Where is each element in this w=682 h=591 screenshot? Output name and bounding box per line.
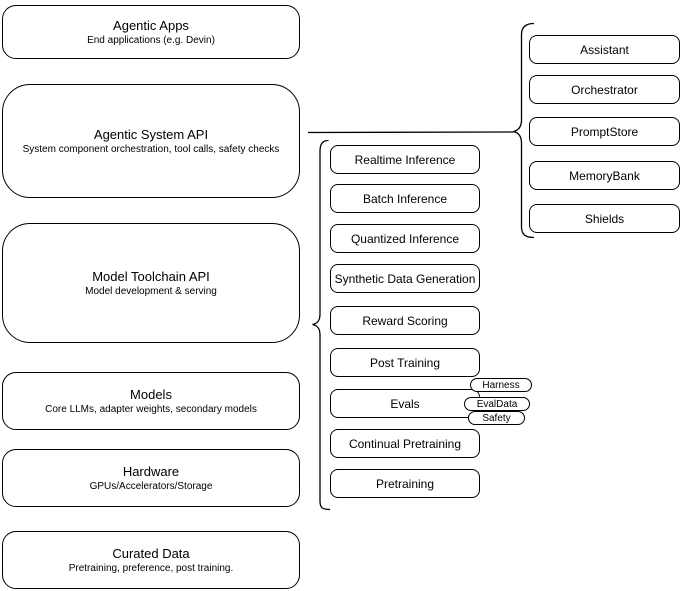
component-box-memorybank: MemoryBank <box>529 161 680 190</box>
evals-tag-label: EvalData <box>476 398 518 410</box>
layer-subtitle: Core LLMs, adapter weights, secondary mo… <box>45 403 257 415</box>
evals-tag-safety: Safety <box>468 411 525 425</box>
toolchain-bracket <box>312 139 331 511</box>
layer-subtitle: Pretraining, preference, post training. <box>68 562 234 574</box>
service-label: Reward Scoring <box>362 313 448 328</box>
layer-subtitle: GPUs/Accelerators/Storage <box>89 480 213 492</box>
component-label: Orchestrator <box>571 82 638 97</box>
evals-tag-harness: Harness <box>470 378 532 392</box>
evals-tag-label: Safety <box>482 412 511 424</box>
service-box-batch-inference: Batch Inference <box>330 184 480 213</box>
system-bracket <box>513 22 535 239</box>
layer-box-curated-data: Curated Data Pretraining, preference, po… <box>2 531 300 589</box>
layer-title: Agentic Apps <box>113 17 189 33</box>
service-label: Realtime Inference <box>354 152 456 167</box>
system-connector-line <box>307 131 514 134</box>
layer-subtitle: End applications (e.g. Devin) <box>87 34 215 46</box>
layer-subtitle: System component orchestration, tool cal… <box>22 143 280 155</box>
service-box-reward-scoring: Reward Scoring <box>330 306 480 335</box>
layer-title: Models <box>130 386 172 402</box>
layer-title: Model Toolchain API <box>92 268 210 284</box>
layer-title: Agentic System API <box>93 126 209 142</box>
service-label: Quantized Inference <box>350 231 460 246</box>
layer-box-hardware: Hardware GPUs/Accelerators/Storage <box>2 449 300 507</box>
service-box-synthetic-data-generation: Synthetic Data Generation <box>330 264 480 293</box>
service-label: Continual Pretraining <box>348 436 462 451</box>
service-label: Batch Inference <box>362 191 448 206</box>
service-label: Evals <box>390 396 420 411</box>
component-label: PromptStore <box>570 124 639 139</box>
layer-box-model-toolchain-api: Model Toolchain API Model development & … <box>2 223 300 343</box>
layer-title: Hardware <box>122 463 180 479</box>
component-box-promptstore: PromptStore <box>529 117 680 146</box>
component-box-orchestrator: Orchestrator <box>529 75 680 104</box>
service-label: Pretraining <box>375 476 435 491</box>
service-box-pretraining: Pretraining <box>330 469 480 498</box>
component-box-shields: Shields <box>529 204 680 233</box>
layer-box-models: Models Core LLMs, adapter weights, secon… <box>2 372 300 430</box>
service-box-post-training: Post Training <box>330 348 480 377</box>
evals-tag-label: Harness <box>482 379 520 391</box>
evals-tag-evaldata: EvalData <box>464 397 530 411</box>
service-box-quantized-inference: Quantized Inference <box>330 224 480 253</box>
component-box-assistant: Assistant <box>529 35 680 64</box>
service-label: Synthetic Data Generation <box>334 271 476 286</box>
service-box-evals: Evals <box>330 389 480 418</box>
component-label: Shields <box>584 211 625 226</box>
service-box-realtime-inference: Realtime Inference <box>330 145 480 174</box>
component-label: Assistant <box>580 42 629 57</box>
layer-subtitle: Model development & serving <box>85 285 217 297</box>
layer-box-agentic-apps: Agentic Apps End applications (e.g. Devi… <box>2 5 300 59</box>
service-box-continual-pretraining: Continual Pretraining <box>330 429 480 458</box>
layer-title: Curated Data <box>112 545 190 561</box>
service-label: Post Training <box>369 355 441 370</box>
component-label: MemoryBank <box>569 168 640 183</box>
layer-box-agentic-system-api: Agentic System API System component orch… <box>2 84 300 198</box>
